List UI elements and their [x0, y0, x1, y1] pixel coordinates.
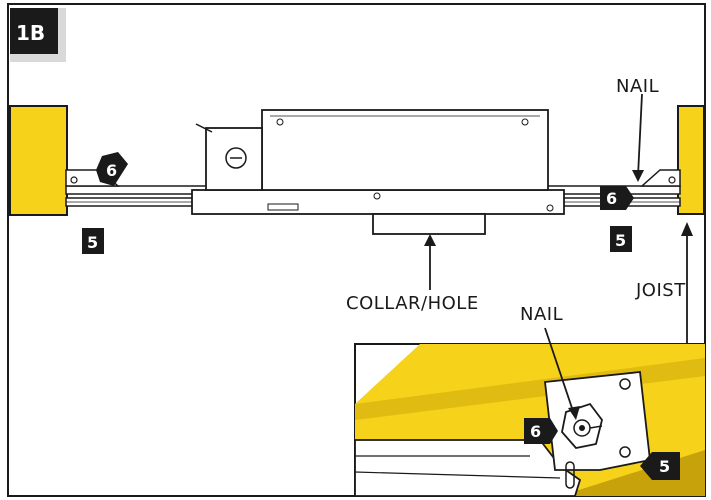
- step-marker-inset-upper: 6: [524, 418, 558, 444]
- right-joist: [677, 105, 705, 215]
- svg-text:5: 5: [87, 233, 98, 252]
- nail-label-top: NAIL: [616, 76, 659, 97]
- svg-text:6: 6: [530, 422, 541, 441]
- collar-label: COLLAR/HOLE: [346, 293, 479, 314]
- joist-label: JOIST: [635, 280, 686, 301]
- svg-text:5: 5: [615, 231, 626, 250]
- detail-inset: 6 5: [354, 327, 706, 497]
- collar: [372, 213, 486, 235]
- nail-label-inset: NAIL: [520, 304, 563, 325]
- step-marker-right-lower: 5: [610, 226, 632, 252]
- mounting-frame: [191, 189, 565, 215]
- svg-text:6: 6: [606, 189, 617, 208]
- step-marker-left-lower: 5: [82, 228, 104, 254]
- nail-top-leader: [632, 93, 644, 182]
- step-badge: 1B: [10, 8, 66, 62]
- junction-box: [195, 109, 549, 191]
- left-joist: [9, 105, 68, 216]
- svg-text:5: 5: [659, 457, 670, 476]
- svg-text:6: 6: [106, 161, 117, 180]
- step-marker-inset-lower: 5: [640, 452, 680, 480]
- collar-arrow: [424, 234, 436, 290]
- step-marker-right-upper: 6: [600, 186, 634, 210]
- step-marker-left-upper: 6: [96, 152, 128, 186]
- step-badge-label: 1B: [16, 21, 45, 45]
